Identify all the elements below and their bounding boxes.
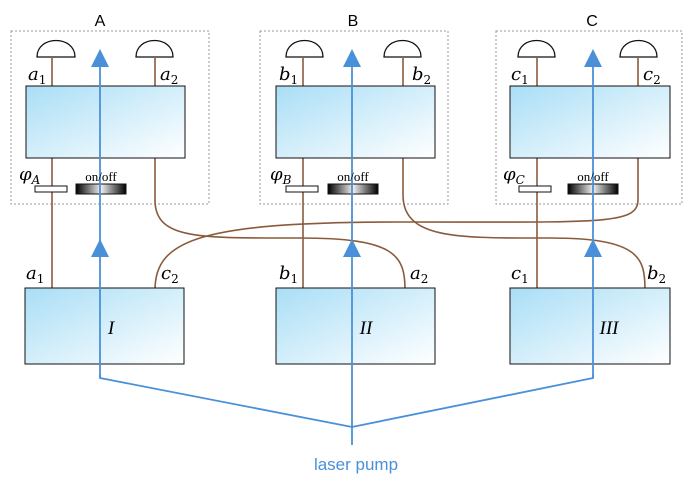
source-II-left-label: b1	[279, 263, 298, 286]
phase-shifter-C	[518, 185, 552, 193]
node-C-title: C	[586, 13, 598, 30]
source-I-name: I	[107, 318, 116, 339]
label-b1: b1	[279, 64, 298, 87]
fiber-b2	[402, 58, 646, 291]
detectors	[36, 39, 658, 58]
detector-c1	[517, 40, 556, 58]
pump-beams	[91, 49, 602, 445]
node-A-box	[10, 30, 210, 205]
source-I-right-label: c2	[161, 263, 179, 286]
source-II-name: II	[359, 318, 374, 339]
phase-shifter-A	[34, 185, 68, 193]
node-B-title: B	[348, 13, 359, 30]
node-A-title: A	[95, 13, 106, 30]
source-III-name: III	[599, 318, 621, 339]
source-III-right-label: b2	[647, 263, 666, 286]
label-phi-A: φA	[19, 164, 41, 187]
source-I	[24, 287, 185, 365]
crystal-A	[25, 85, 186, 159]
label-phi-B: φB	[270, 164, 292, 187]
switch-label-C: on/off	[577, 169, 609, 184]
detector-a2	[135, 40, 174, 58]
label-b2: b2	[412, 64, 431, 87]
detector-a1	[36, 39, 76, 58]
source-I-left-label: a1	[26, 263, 44, 286]
label-c2: c2	[643, 64, 661, 87]
fiber-c2	[154, 58, 639, 291]
crystal-B	[275, 85, 436, 159]
source-II	[275, 287, 436, 365]
label-phi-C: φC	[503, 164, 525, 187]
node-B-box	[259, 30, 449, 205]
switch-A	[75, 183, 127, 195]
crystal-C	[509, 85, 671, 159]
pump-tree	[99, 375, 594, 428]
fiber-a2	[154, 58, 406, 291]
switch-B	[327, 183, 379, 195]
detector-b1	[285, 40, 324, 58]
phase-shifter-B	[285, 185, 319, 193]
source-II-right-label: a2	[410, 263, 428, 286]
label-a2: a2	[160, 64, 178, 87]
detector-c2	[619, 40, 658, 58]
node-C-box	[495, 30, 683, 205]
pump-label: laser pump	[314, 455, 398, 474]
switch-label-A: on/off	[85, 169, 117, 184]
label-c1: c1	[511, 64, 529, 87]
label-a1: a1	[28, 64, 46, 87]
source-III-left-label: c1	[511, 263, 529, 286]
switch-label-B: on/off	[337, 169, 369, 184]
source-III	[509, 287, 671, 365]
detector-b2	[383, 40, 422, 58]
